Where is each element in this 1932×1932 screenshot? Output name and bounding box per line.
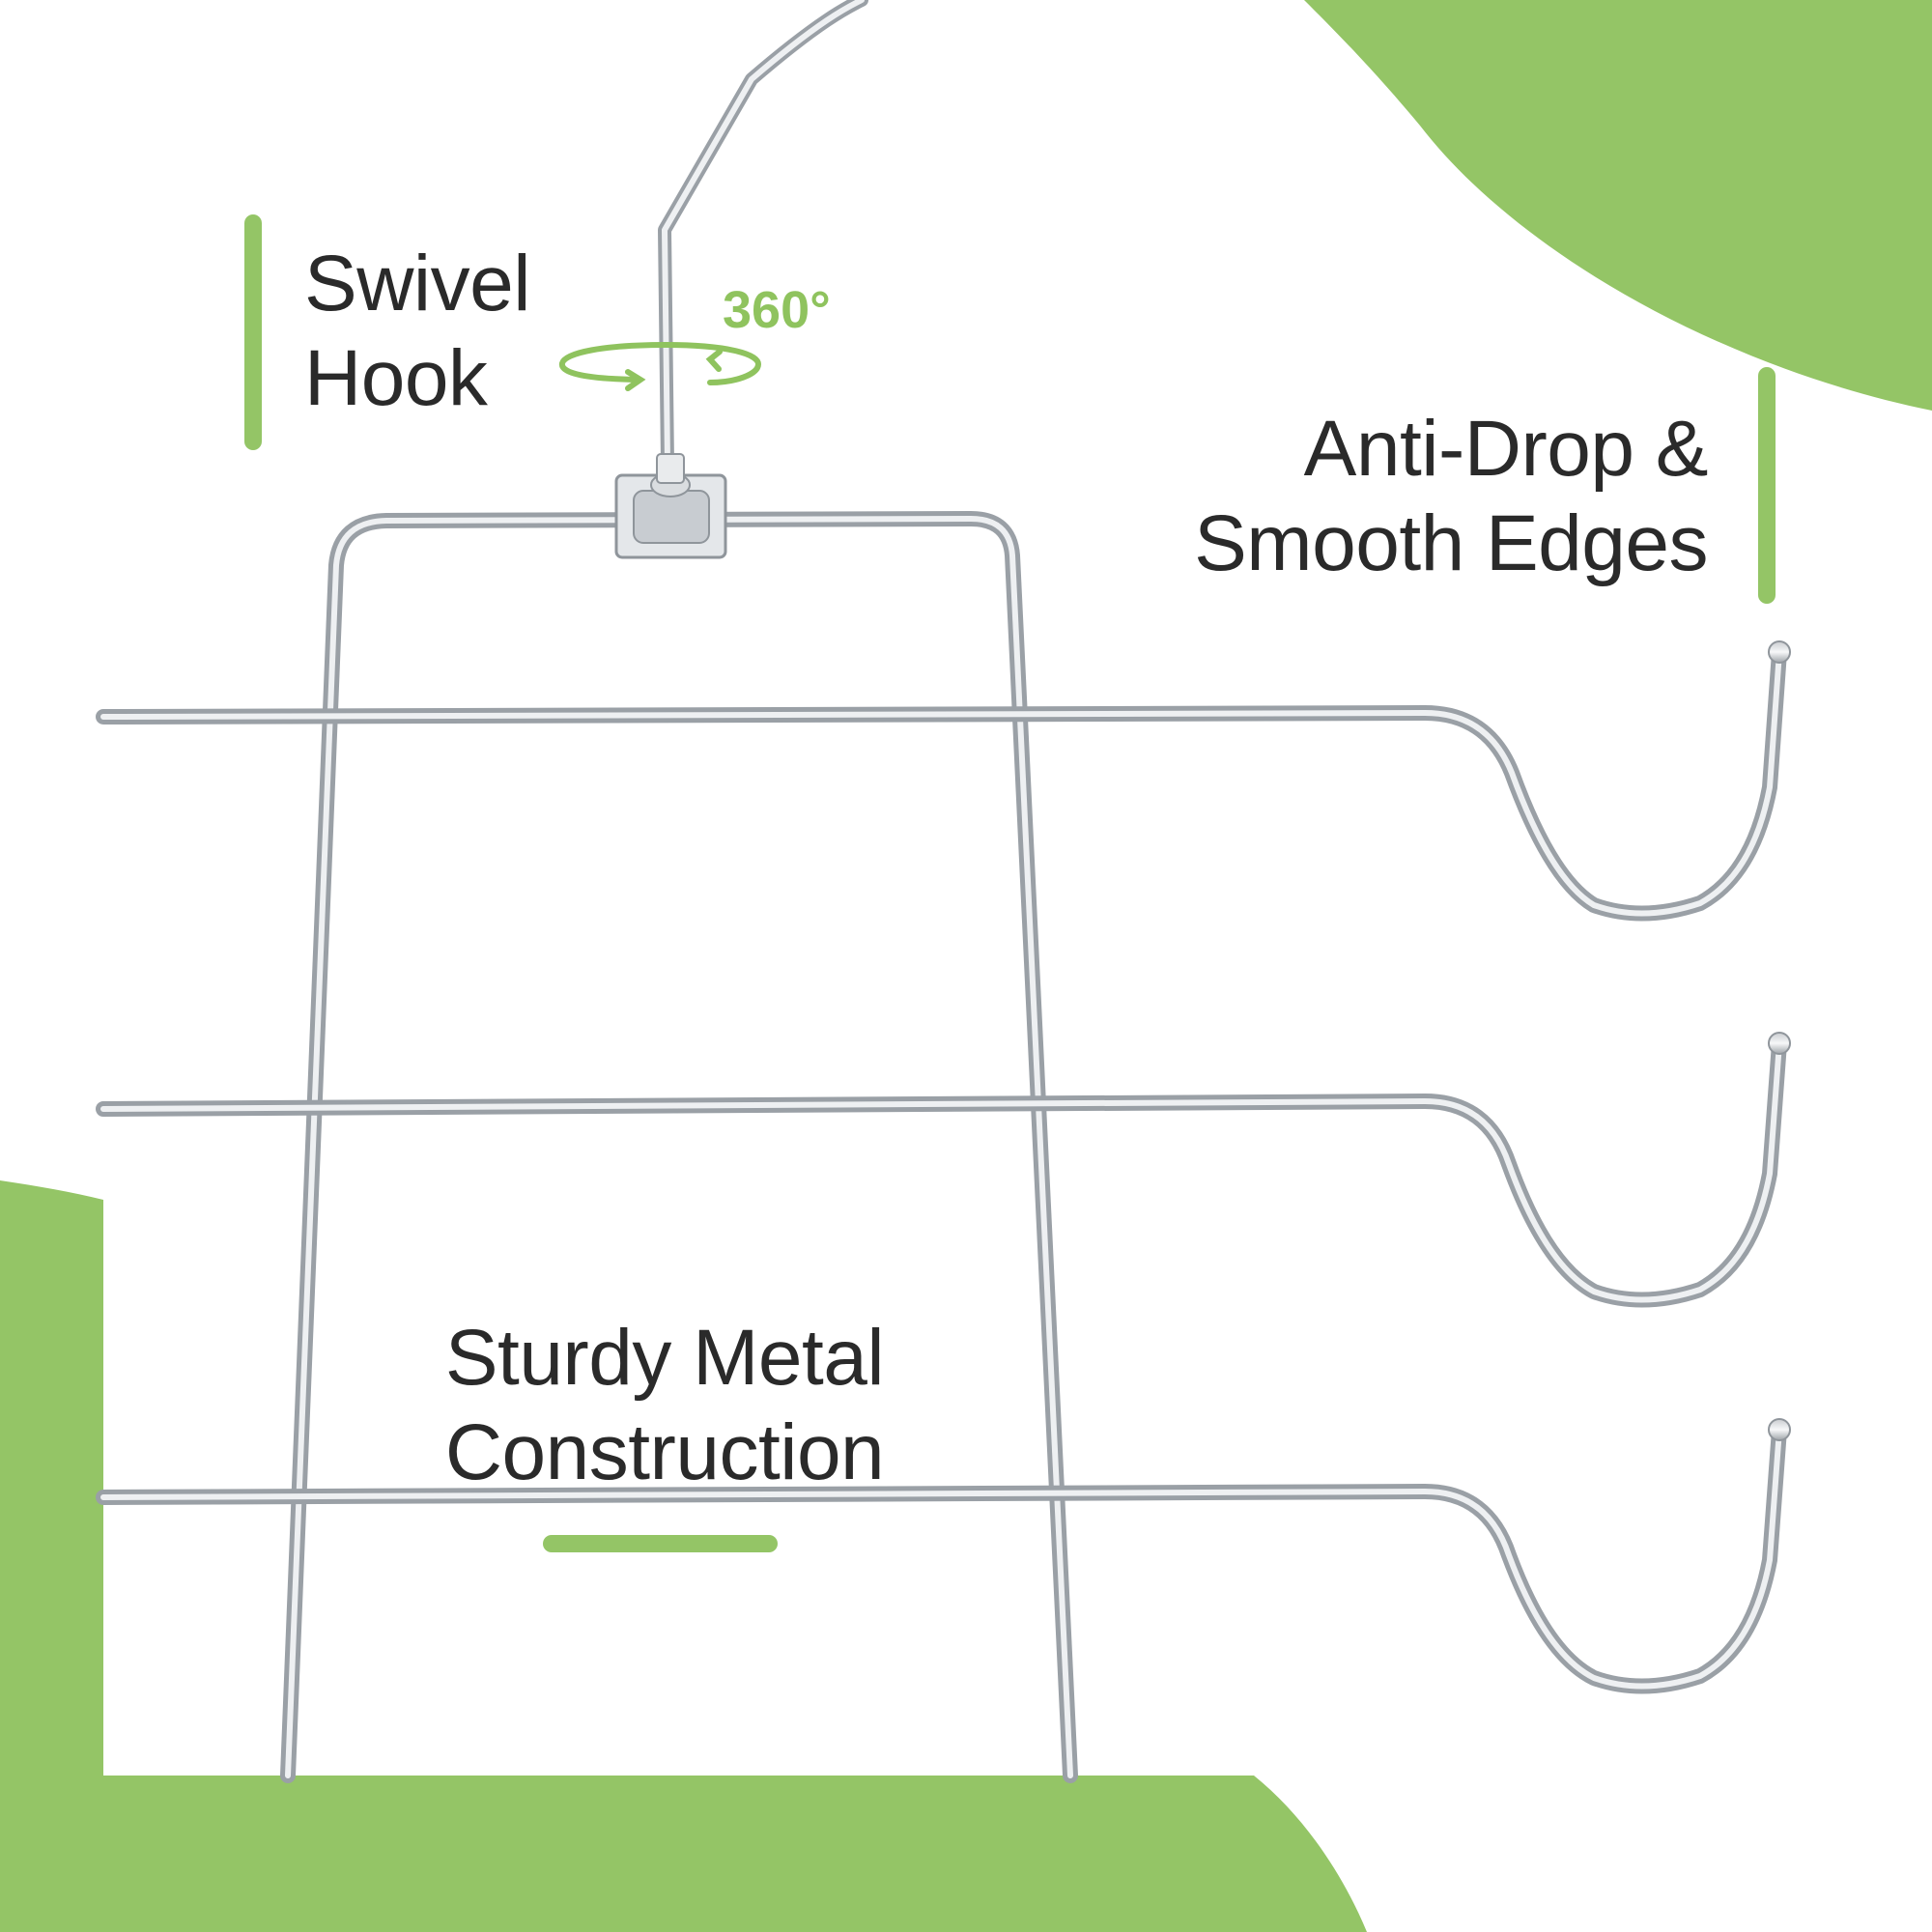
hook-tip-2: [1768, 1032, 1791, 1055]
swivel-accent-bar: [244, 214, 262, 450]
anti-drop-label: Anti-Drop & Smooth Edges: [1194, 402, 1708, 591]
swivel-bracket: [614, 453, 727, 559]
rotation-arrow-icon: [558, 341, 762, 391]
swivel-hook-label: Swivel Hook: [304, 237, 530, 426]
hanger-frame: [280, 511, 1078, 1783]
swivel-hook-line1: Swivel: [304, 240, 530, 327]
hook-tip-3: [1768, 1418, 1791, 1441]
swivel-hook-line2: Hook: [304, 334, 488, 422]
rotation-degree-label: 360°: [723, 281, 831, 339]
top-right-green-blob: [1304, 0, 1932, 411]
hanger-bar-1: [96, 644, 1787, 922]
hanger-bar-2: [96, 1036, 1787, 1308]
hanger-bar-3: [96, 1422, 1787, 1694]
sturdy-metal-line1: Sturdy Metal: [444, 1314, 885, 1402]
anti-drop-line1: Anti-Drop &: [1303, 405, 1709, 493]
anti-drop-line2: Smooth Edges: [1194, 499, 1708, 587]
sturdy-accent-bar: [543, 1535, 778, 1552]
sturdy-metal-label: Sturdy Metal Construction: [423, 1311, 906, 1500]
antidrop-accent-bar: [1758, 367, 1776, 604]
sturdy-metal-line2: Construction: [444, 1408, 885, 1496]
swivel-hook-wire: [658, 0, 868, 548]
bottom-green-band: [0, 1180, 1367, 1932]
hook-tip-1: [1768, 640, 1791, 664]
